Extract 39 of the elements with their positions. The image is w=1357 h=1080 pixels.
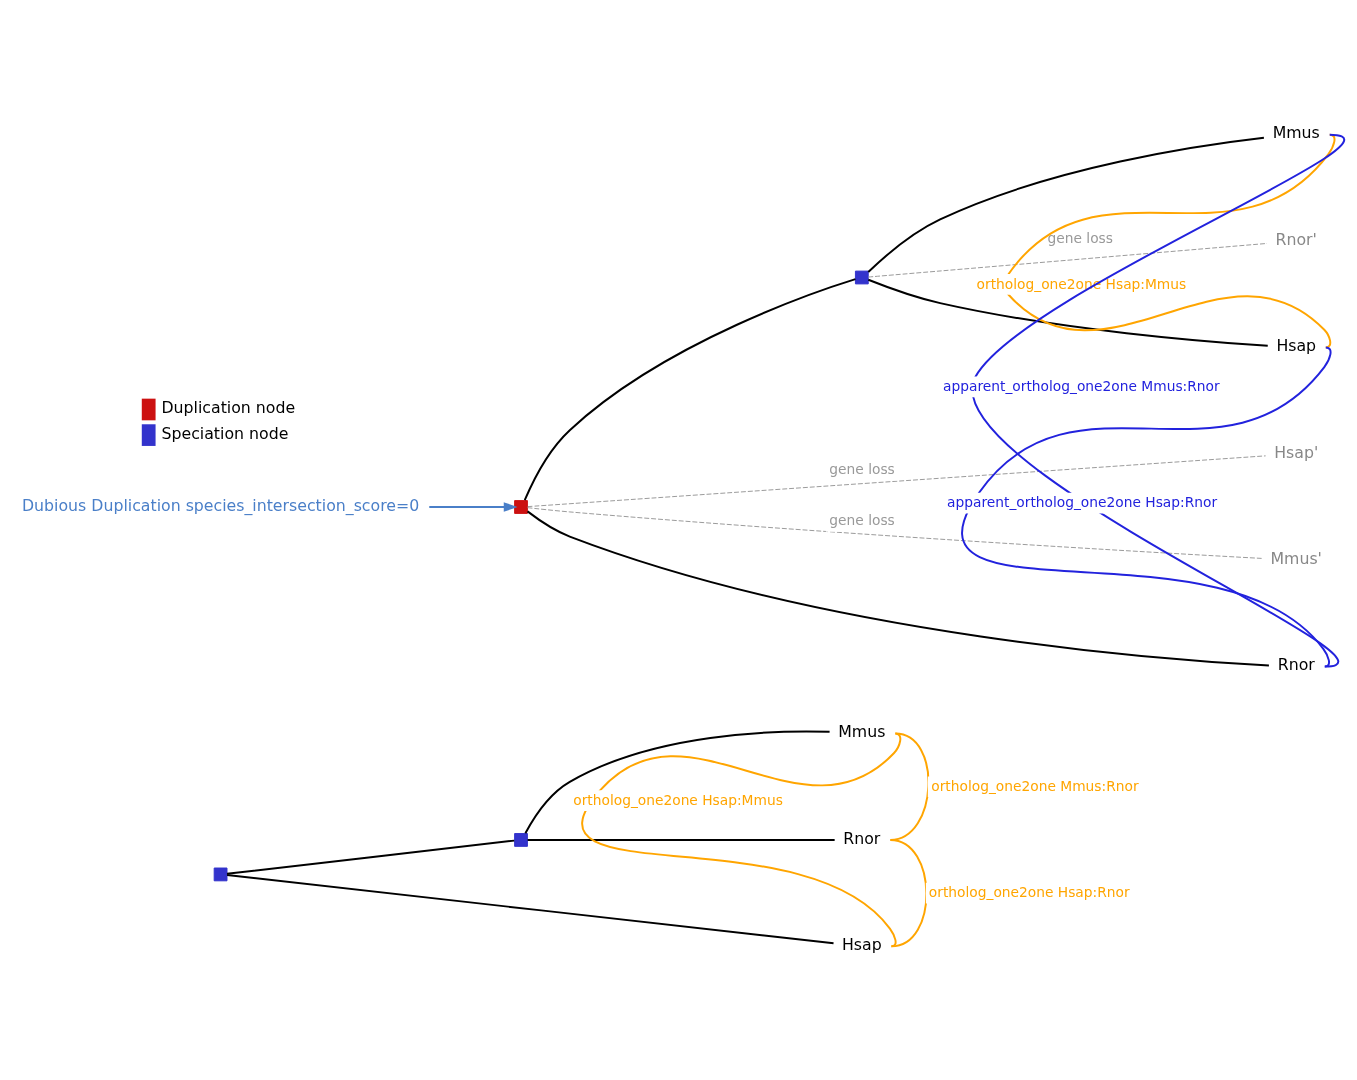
node-text: Hsap — [841, 934, 882, 954]
edge-label: gene loss — [829, 460, 895, 477]
connector — [889, 838, 928, 947]
node-text: Dubious Duplication species_intersection_score=0 — [21, 495, 420, 515]
node-text: Hsap — [1276, 335, 1317, 355]
edge-label: ortholog_one2one Hsap:Mmus — [573, 791, 783, 808]
connector — [582, 732, 902, 947]
node-box — [854, 270, 869, 284]
arrow — [428, 501, 518, 512]
connector — [524, 730, 831, 834]
connector — [962, 345, 1332, 668]
node-box — [514, 499, 528, 514]
node-text: Mmus' — [1270, 548, 1322, 568]
node-text: Mmus — [1272, 122, 1320, 142]
edge-label: gene loss — [1047, 229, 1113, 246]
connector — [523, 277, 857, 501]
connector — [527, 506, 1263, 559]
connector — [867, 136, 1265, 273]
legend-label: Duplication node — [161, 397, 296, 417]
connector — [527, 454, 1267, 507]
node-text: Rnor — [843, 828, 881, 848]
connector — [867, 242, 1268, 278]
edge-label: ortholog_one2one Hsap:Mmus — [976, 275, 1187, 292]
edge-label: ortholog_one2one Hsap:Rnor — [928, 883, 1130, 900]
node-text: Mmus — [838, 721, 886, 741]
node-text: Rnor' — [1275, 229, 1317, 249]
node-box — [213, 867, 228, 881]
edge-label: apparent_ortholog_one2one Hsap:Rnor — [947, 493, 1218, 510]
edge-label: apparent_ortholog_one2one Mmus:Rnor — [943, 377, 1220, 394]
node-box — [514, 832, 528, 847]
connector — [226, 839, 516, 875]
edge-label: ortholog_one2one Mmus:Rnor — [931, 777, 1139, 794]
connector — [867, 278, 1269, 347]
connector — [526, 838, 836, 841]
legend-label: Speciation node — [161, 423, 289, 443]
connector — [226, 873, 835, 944]
node-text: Hsap' — [1274, 442, 1319, 462]
edge-label: gene loss — [829, 511, 895, 528]
node-text: Rnor — [1277, 654, 1315, 674]
